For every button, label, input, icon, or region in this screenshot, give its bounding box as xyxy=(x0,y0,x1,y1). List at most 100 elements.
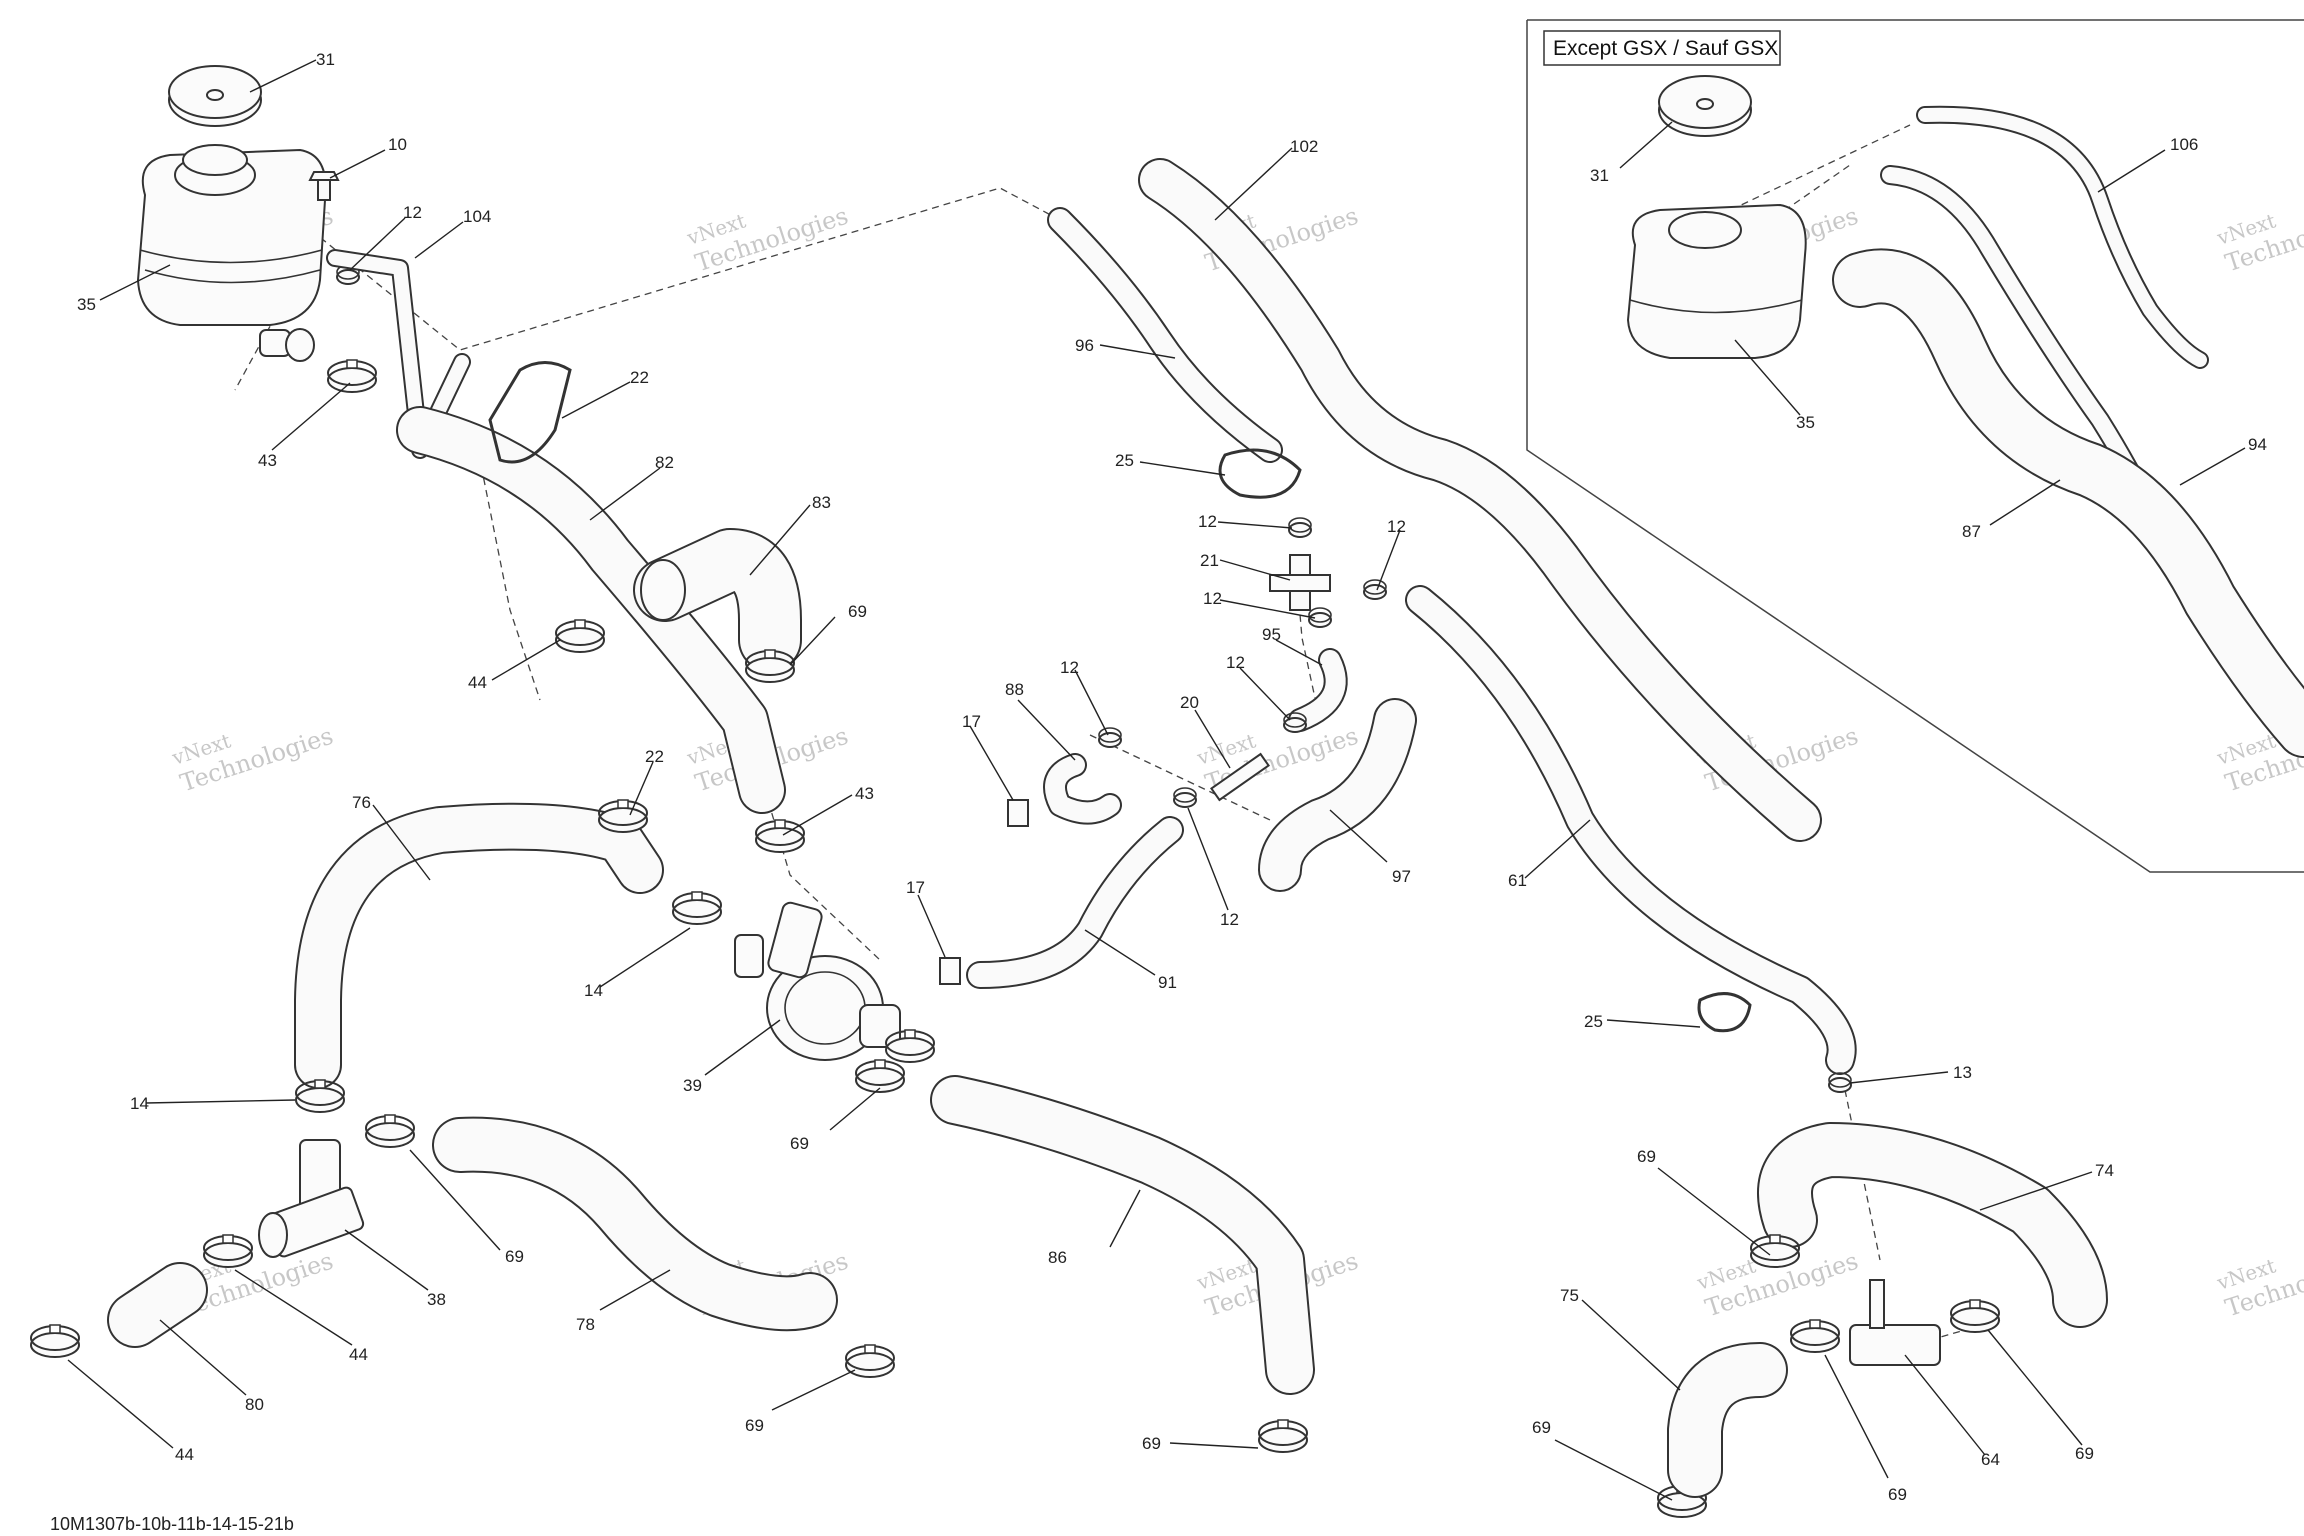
hose-95 xyxy=(1288,648,1348,732)
hose-clamp xyxy=(1750,1234,1800,1268)
cross-connector xyxy=(1269,554,1331,611)
hose-clamp xyxy=(598,799,648,833)
callout: 96 xyxy=(1075,336,1094,355)
callout: 12 xyxy=(1203,589,1222,608)
callout: 21 xyxy=(1200,551,1219,570)
hose-clamp xyxy=(555,619,605,653)
callout: 12 xyxy=(1060,658,1079,677)
callout: 75 xyxy=(1560,1286,1579,1305)
hose-76 xyxy=(294,802,664,1089)
tee-fitting-64 xyxy=(1849,1279,1941,1366)
callout: 97 xyxy=(1392,867,1411,886)
hose-clamp xyxy=(845,1344,895,1378)
inset-reservoir xyxy=(1626,203,1807,359)
callout: 69 xyxy=(745,1416,764,1435)
callout: 12 xyxy=(1387,517,1406,536)
callout-labels: 31 10 12 104 35 43 22 82 83 69 44 102 96… xyxy=(77,50,2267,1504)
inset-hose-87 xyxy=(1832,248,2304,758)
callout: 43 xyxy=(855,784,874,803)
hose-clamp xyxy=(755,819,805,853)
hose-96 xyxy=(1047,207,1283,463)
small-clamp xyxy=(1828,1072,1852,1093)
callout: 38 xyxy=(427,1290,446,1309)
bracket xyxy=(488,361,572,464)
inset-hose-106 xyxy=(1916,105,2209,369)
callout: 106 xyxy=(2170,135,2198,154)
thermostat-housing xyxy=(734,901,901,1061)
inset-title: Except GSX / Sauf GSX xyxy=(1553,37,1778,60)
hose-clamp xyxy=(203,1234,253,1268)
hose-74 xyxy=(1757,1122,2108,1328)
callout: 31 xyxy=(316,50,335,69)
callout: 83 xyxy=(812,493,831,512)
callout: 104 xyxy=(463,207,491,226)
callout: 14 xyxy=(130,1094,149,1113)
connector-20 xyxy=(1210,752,1270,802)
callout: 69 xyxy=(790,1134,809,1153)
callout: 88 xyxy=(1005,680,1024,699)
callout: 12 xyxy=(1220,910,1239,929)
inset-radiator-cap xyxy=(1658,75,1752,137)
callout: 43 xyxy=(258,451,277,470)
hose-91 xyxy=(966,816,1184,989)
hose-86 xyxy=(930,1075,1315,1395)
callout: 17 xyxy=(962,712,981,731)
tee-fitting-38 xyxy=(258,1139,365,1258)
hose-clamp xyxy=(745,649,795,683)
clip-17b xyxy=(939,957,961,985)
callout: 69 xyxy=(505,1247,524,1266)
clip-17 xyxy=(1007,799,1029,827)
hose-75 xyxy=(1667,1342,1788,1498)
small-hose xyxy=(326,249,471,459)
callout: 17 xyxy=(906,878,925,897)
hose-78 xyxy=(432,1116,838,1332)
callout: 12 xyxy=(1198,512,1217,531)
radiator-cap xyxy=(168,65,262,127)
inset-frame: Except GSX / Sauf GSX xyxy=(1526,19,2304,873)
callout: 69 xyxy=(1532,1418,1551,1437)
hose-61 xyxy=(1405,585,1857,1075)
small-clamp xyxy=(1098,727,1122,748)
callout: 31 xyxy=(1590,166,1609,185)
callout: 69 xyxy=(1142,1434,1161,1453)
hose-80 xyxy=(107,1262,208,1348)
callout: 76 xyxy=(352,793,371,812)
hose-clamp xyxy=(295,1079,345,1113)
callout: 74 xyxy=(2095,1161,2114,1180)
hose-clamp xyxy=(672,891,722,925)
hose-clamp xyxy=(1258,1419,1308,1453)
callout: 12 xyxy=(1226,653,1245,672)
inset-title-box xyxy=(1543,30,1781,66)
callout: 35 xyxy=(1796,413,1815,432)
hose-102 xyxy=(1138,158,1822,842)
footer-code: 10M1307b-10b-11b-14-15-21b xyxy=(50,1514,294,1534)
callout: 22 xyxy=(645,747,664,766)
leader-lines xyxy=(67,59,2246,1501)
callout: 22 xyxy=(630,368,649,387)
callout: 86 xyxy=(1048,1248,1067,1267)
callout: 25 xyxy=(1584,1012,1603,1031)
callout: 87 xyxy=(1962,522,1981,541)
hose-82 xyxy=(396,406,786,814)
small-clamp xyxy=(1363,579,1387,600)
callout: 80 xyxy=(245,1395,264,1414)
hose-clamp xyxy=(855,1059,905,1093)
small-clamp xyxy=(1173,787,1197,808)
callout: 69 xyxy=(1637,1147,1656,1166)
hose-clamp xyxy=(1790,1319,1840,1353)
callout: 12 xyxy=(403,203,422,222)
callout: 39 xyxy=(683,1076,702,1095)
callout: 14 xyxy=(584,981,603,1000)
callout: 94 xyxy=(2248,435,2267,454)
hose-clamp xyxy=(365,1114,415,1148)
callout: 44 xyxy=(468,673,487,692)
callout: 91 xyxy=(1158,973,1177,992)
callout: 35 xyxy=(77,295,96,314)
callout: 10 xyxy=(388,135,407,154)
callout: 78 xyxy=(576,1315,595,1334)
callout: 61 xyxy=(1508,871,1527,890)
loop-clamp-25b xyxy=(1697,992,1752,1033)
coolant-reservoir xyxy=(136,144,327,362)
loop-clamp-25 xyxy=(1218,448,1302,499)
